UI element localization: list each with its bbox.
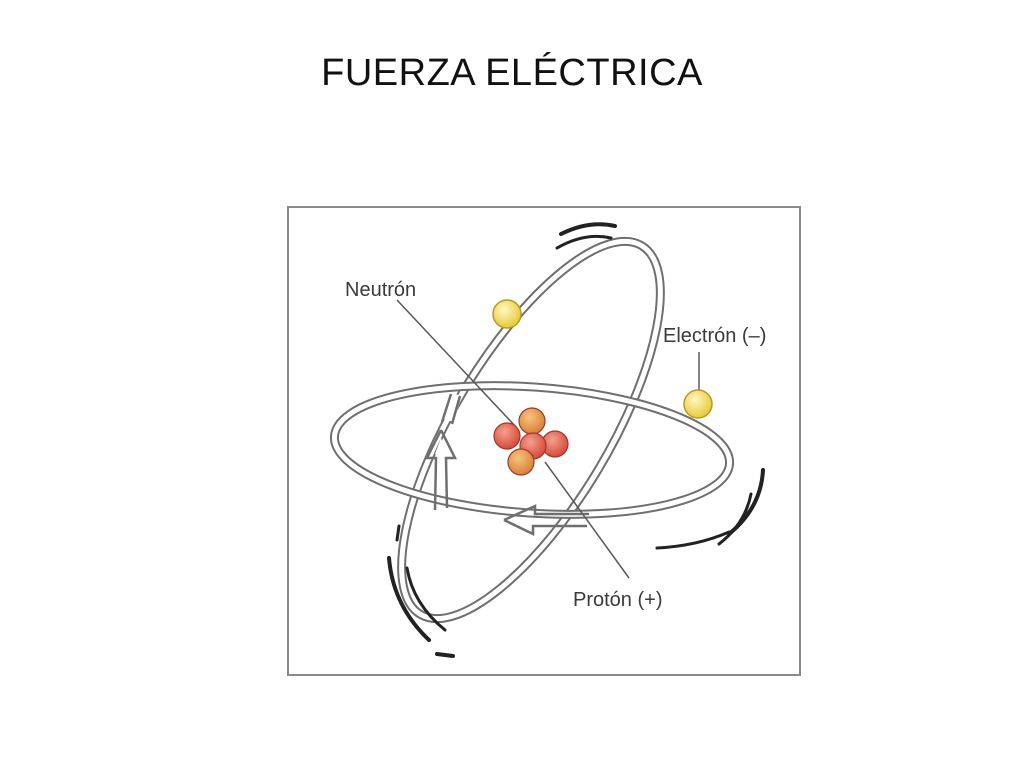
electron-top	[492, 299, 522, 329]
neutron-leader-line	[396, 299, 518, 429]
neutron-label: Neutrón	[345, 279, 416, 301]
electron-right	[683, 389, 713, 419]
proton-particle	[493, 422, 521, 450]
proton-leader-line	[544, 461, 630, 579]
atom-svg: Neutrón Electrón (–) Protón (+)	[329, 222, 766, 658]
neutron-particle	[518, 407, 546, 435]
orbit-arrow-up	[424, 429, 458, 511]
atom-diagram: Neutrón Electrón (–) Protón (+)	[287, 206, 801, 676]
proton-label: Protón (+)	[573, 589, 662, 611]
horizontal-orbit	[329, 381, 735, 519]
motion-streaks	[387, 222, 765, 658]
slide-title: FUERZA ELÉCTRICA	[321, 52, 703, 94]
electron-label: Electrón (–)	[663, 325, 766, 347]
nucleus	[493, 407, 569, 476]
orbit-arrow-left	[503, 504, 589, 536]
neutron-particle	[507, 448, 535, 476]
